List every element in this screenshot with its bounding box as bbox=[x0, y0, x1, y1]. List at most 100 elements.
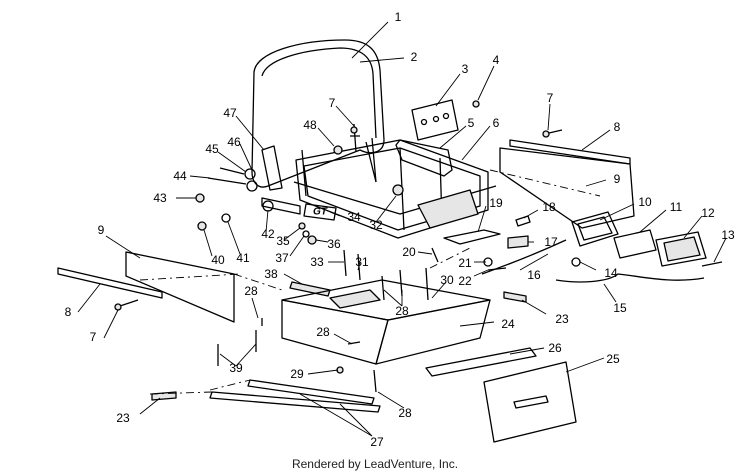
bolt-7-lower-left-head bbox=[114, 303, 122, 311]
leader-47 bbox=[235, 115, 265, 151]
leader-23b bbox=[139, 397, 161, 415]
leader-40 bbox=[203, 229, 213, 257]
nut-43 bbox=[195, 193, 205, 203]
leader-32 bbox=[375, 195, 397, 223]
leader-7c bbox=[103, 309, 119, 339]
callout-47: 47 bbox=[223, 106, 237, 120]
leader-29 bbox=[307, 369, 339, 375]
clip-35 bbox=[298, 222, 306, 230]
callout-26: 26 bbox=[548, 341, 562, 355]
leader-8b bbox=[77, 283, 101, 313]
mud-flap-slot bbox=[513, 395, 549, 409]
nut-4 bbox=[472, 100, 480, 108]
bolt-28-lower-a bbox=[347, 341, 361, 345]
side-rail-lower bbox=[57, 267, 163, 299]
seat-frame-base-plate bbox=[417, 189, 479, 229]
callout-28-box: 28 bbox=[395, 304, 409, 318]
battery-box-vent bbox=[329, 289, 381, 309]
leader-36 bbox=[315, 239, 329, 243]
leader-30 bbox=[431, 281, 447, 299]
callout-23-left: 23 bbox=[116, 411, 130, 425]
leader-24 bbox=[459, 321, 495, 327]
seat-back-cushion-edge bbox=[261, 47, 377, 139]
centerline-4 bbox=[209, 379, 251, 391]
callout-40: 40 bbox=[211, 253, 225, 267]
headlight-housing-12 bbox=[655, 231, 707, 267]
leader-26 bbox=[509, 347, 545, 355]
callout-16: 16 bbox=[527, 268, 541, 282]
battery-box-front bbox=[281, 299, 389, 365]
leader-28b bbox=[383, 289, 403, 307]
washer-37 bbox=[302, 230, 310, 238]
callout-12: 12 bbox=[701, 206, 715, 220]
callout-35: 35 bbox=[276, 234, 290, 248]
callout-28-left: 28 bbox=[244, 284, 258, 298]
pivot-bracket bbox=[261, 197, 301, 215]
callout-15: 15 bbox=[613, 301, 627, 315]
callout-6: 6 bbox=[493, 116, 500, 130]
callout-4: 4 bbox=[493, 53, 500, 67]
leader-9a bbox=[585, 179, 607, 187]
nut-36 bbox=[307, 235, 317, 245]
leader-31 bbox=[357, 261, 361, 271]
leader-15 bbox=[603, 283, 617, 303]
callout-18: 18 bbox=[542, 200, 556, 214]
callout-1: 1 bbox=[395, 10, 402, 24]
leader-34 bbox=[329, 211, 341, 217]
leader-6 bbox=[461, 125, 491, 161]
leader-7b bbox=[547, 103, 551, 131]
callout-25: 25 bbox=[606, 352, 620, 366]
rail-26 bbox=[425, 347, 537, 377]
callout-7-right: 7 bbox=[547, 91, 554, 105]
centerline-5 bbox=[149, 391, 213, 395]
decal-gt bbox=[303, 203, 337, 221]
screw-13 bbox=[701, 261, 723, 267]
leader-28a bbox=[251, 297, 259, 319]
strip-27-lower bbox=[209, 391, 381, 413]
side-fender-upper bbox=[499, 147, 635, 229]
harness-16 bbox=[481, 239, 567, 275]
callout-46: 46 bbox=[227, 135, 241, 149]
callout-5: 5 bbox=[468, 116, 475, 130]
bolt-7-lower-left bbox=[119, 299, 139, 307]
washer-41 bbox=[221, 213, 231, 223]
centerline-2 bbox=[233, 273, 283, 291]
callout-36: 36 bbox=[327, 237, 341, 251]
callout-8-upper: 8 bbox=[614, 120, 621, 134]
bolt-7-upper-right-shank bbox=[548, 129, 563, 134]
callout-8-lower: 8 bbox=[65, 305, 72, 319]
callout-28-lower: 28 bbox=[398, 406, 412, 420]
leader-46 bbox=[239, 143, 253, 171]
leader-12 bbox=[683, 215, 703, 239]
callout-9-upper: 9 bbox=[614, 172, 621, 186]
callout-48: 48 bbox=[303, 118, 317, 132]
callout-38: 38 bbox=[264, 267, 278, 281]
decal-gt-text: GT bbox=[313, 207, 328, 218]
callout-20: 20 bbox=[402, 245, 416, 259]
bolt-28-lower-b bbox=[373, 369, 377, 393]
washer-46b bbox=[246, 180, 258, 192]
bulb-socket-14 bbox=[571, 257, 581, 267]
callout-24: 24 bbox=[501, 317, 515, 331]
mounting-plate-hole-1 bbox=[420, 118, 428, 126]
callout-39: 39 bbox=[229, 361, 243, 375]
leader-35 bbox=[283, 227, 301, 241]
callout-37: 37 bbox=[275, 251, 289, 265]
leader-13 bbox=[713, 237, 727, 263]
callout-43: 43 bbox=[153, 191, 167, 205]
callout-45: 45 bbox=[205, 142, 219, 156]
callout-32: 32 bbox=[369, 218, 383, 232]
callout-28-mid: 28 bbox=[316, 325, 330, 339]
callout-3: 3 bbox=[462, 62, 469, 76]
leader-38 bbox=[283, 273, 303, 285]
callout-21: 21 bbox=[458, 256, 472, 270]
leader-7a bbox=[335, 105, 355, 127]
leader-28d bbox=[377, 391, 405, 409]
centerline-1 bbox=[139, 273, 241, 281]
back-support-loop bbox=[395, 139, 453, 177]
bolt-7-upper-right bbox=[542, 130, 550, 138]
leader-20 bbox=[417, 251, 433, 255]
mounting-plate-hole-3 bbox=[442, 112, 450, 120]
